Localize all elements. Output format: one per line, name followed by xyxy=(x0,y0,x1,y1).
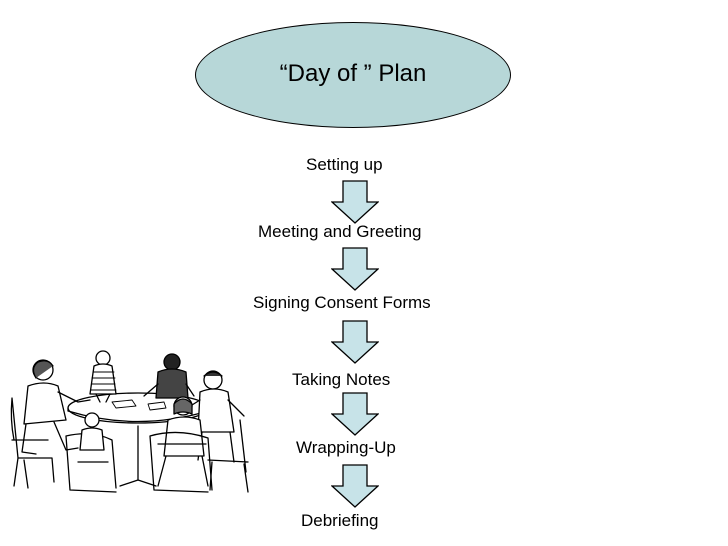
step-signing-consent-forms: Signing Consent Forms xyxy=(253,293,431,313)
flow-arrow-down-icon xyxy=(331,320,379,364)
step-setting-up: Setting up xyxy=(306,155,383,175)
step-meeting-and-greeting: Meeting and Greeting xyxy=(258,222,422,242)
step-debriefing: Debriefing xyxy=(301,511,379,531)
step-wrapping-up: Wrapping-Up xyxy=(296,438,396,458)
title-oval: “Day of ” Plan xyxy=(195,22,511,128)
diagram-title: “Day of ” Plan xyxy=(280,60,427,88)
flow-arrow-down-icon xyxy=(331,247,379,291)
step-taking-notes: Taking Notes xyxy=(292,370,390,390)
flow-arrow-down-icon xyxy=(331,180,379,224)
flow-arrow-down-icon xyxy=(331,464,379,508)
meeting-illustration xyxy=(8,340,258,500)
flow-arrow-down-icon xyxy=(331,392,379,436)
